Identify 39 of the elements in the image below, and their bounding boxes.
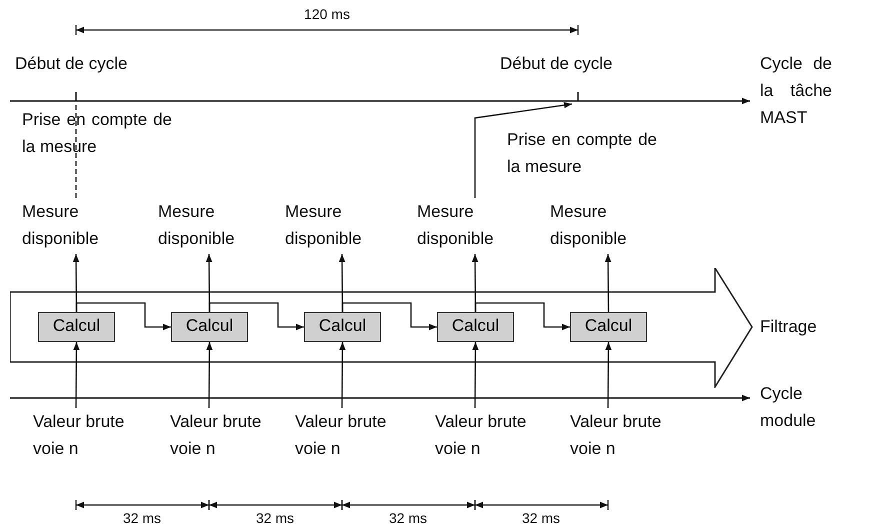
input-label: Valeur brute voie n <box>33 408 145 490</box>
arrow <box>339 342 346 408</box>
input-label: Valeur brute voie n <box>170 408 282 490</box>
arrow <box>73 342 80 408</box>
band-label: Filtrage <box>760 316 817 338</box>
arrow <box>472 342 479 408</box>
dashed-line <box>75 103 77 198</box>
note-label: Prise en compte de la mesure <box>22 109 172 158</box>
arrow <box>474 302 570 330</box>
dimension-label: 32 ms <box>520 509 562 528</box>
note-label: Prise en compte de la mesure <box>507 129 657 178</box>
axis-label: Cycle module <box>760 383 817 432</box>
axis-label: Cycle de la tâche MAST <box>760 53 832 129</box>
arrow <box>206 342 213 408</box>
process-box: Calcul <box>437 312 514 342</box>
dimension-label: 32 ms <box>388 509 428 528</box>
input-label: Valeur brute voie n <box>295 408 407 490</box>
arrow <box>76 302 171 330</box>
input-label: Valeur brute voie n <box>435 408 547 490</box>
event-label: Mesure disponible <box>285 198 410 254</box>
arrow <box>604 254 612 312</box>
dimension-label: 32 ms <box>254 509 296 528</box>
process-box: Calcul <box>304 312 381 342</box>
process-box: Calcul <box>570 312 647 342</box>
event-label: Mesure disponible <box>417 198 542 254</box>
arrow <box>474 102 572 198</box>
dimension-label: 120 ms <box>303 5 351 24</box>
arrow <box>342 302 437 330</box>
event-label: Mesure disponible <box>158 198 283 254</box>
process-box: Calcul <box>171 312 248 342</box>
event-label: Début de cycle <box>15 53 128 75</box>
event-label: Début de cycle <box>500 53 614 75</box>
arrow <box>605 342 612 408</box>
dimension-label: 32 ms <box>122 509 162 528</box>
event-label: Mesure disponible <box>22 198 147 254</box>
process-box: Calcul <box>38 312 115 342</box>
event-label: Mesure disponible <box>550 198 675 254</box>
arrow <box>208 302 304 330</box>
input-label: Valeur brute voie n <box>570 408 682 490</box>
